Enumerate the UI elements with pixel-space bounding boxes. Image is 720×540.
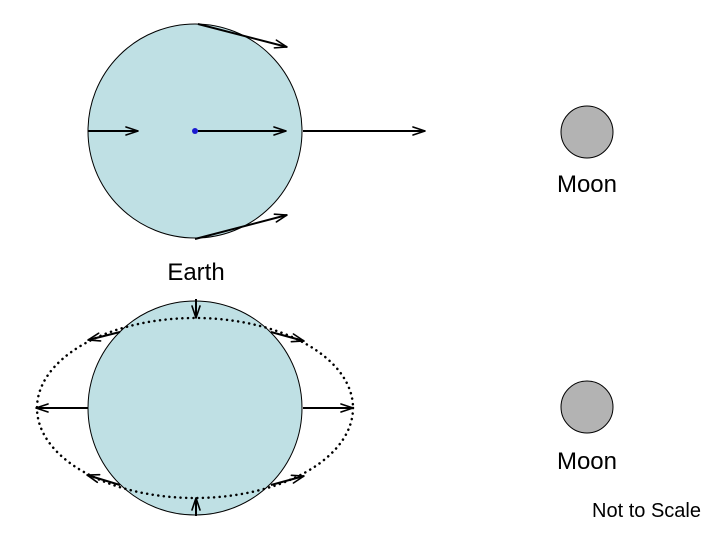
tidal-arrow-lower-left [86,473,121,486]
earth-lower [87,300,303,516]
moon-lower-label: Moon [557,448,617,475]
earth-label: Earth [167,259,224,286]
upper-panel: Moon Earth [87,23,617,286]
moon-upper [560,105,614,159]
force-arrow-bottom [194,213,288,240]
force-arrow-top [197,23,288,49]
lower-panel: Moon Not to Scale [35,299,701,522]
moon-upper-label: Moon [557,171,617,198]
moon-lower [560,380,614,434]
tidal-arrow-lower-right [270,474,305,486]
earth-center-dot [192,128,198,134]
tidal-arrow-upper-right [270,331,305,343]
not-to-scale-note: Not to Scale [592,500,701,522]
tidal-arrow-upper-left [87,331,121,342]
